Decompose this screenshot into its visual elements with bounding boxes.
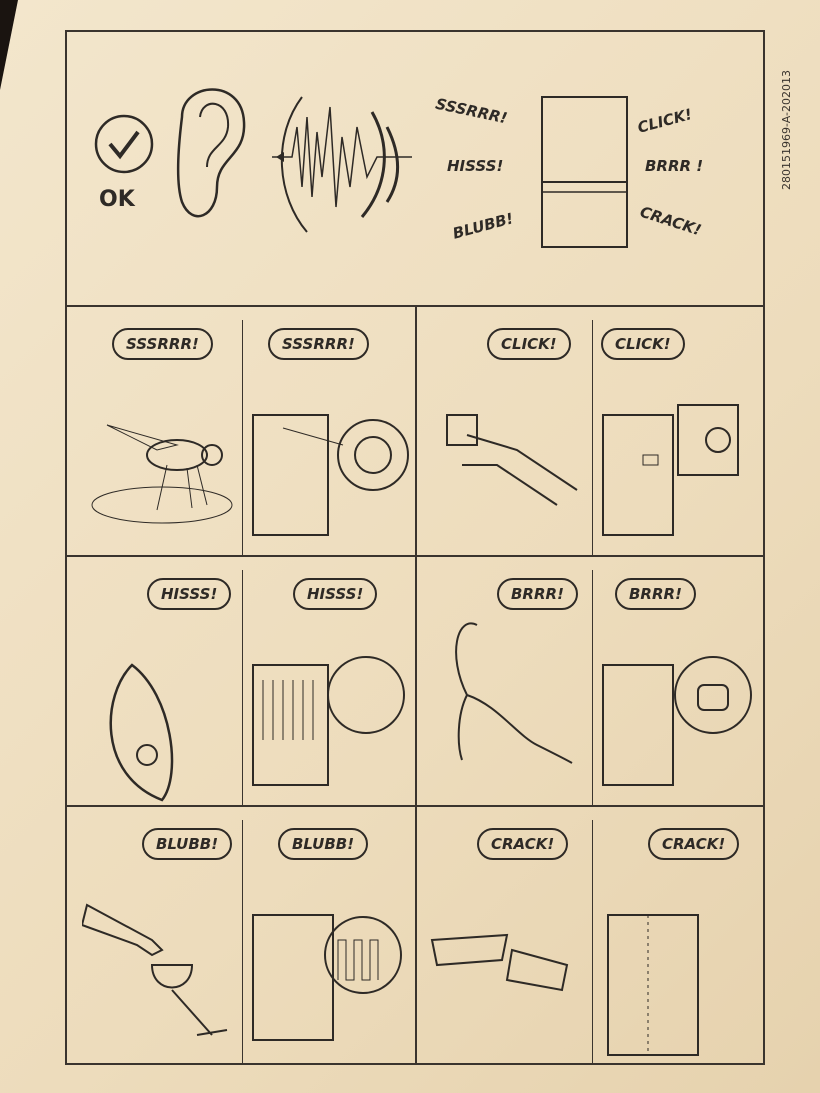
fridge-fan-icon xyxy=(252,414,409,536)
instruction-sheet: OK SSSRRR! HISSS! BLUBB! CLICK! BRRR ! C… xyxy=(65,30,765,1065)
hand-switch-icon xyxy=(446,414,578,506)
row-2: HISSS! HISSS! BRRR! BRRR! xyxy=(67,555,763,807)
panel-switch-thermostat: CLICK! CLICK! xyxy=(415,305,765,555)
intro-sound-blubb: BLUBB! xyxy=(450,209,516,243)
speech-bubble: BRRR! xyxy=(615,578,696,610)
iron-icon xyxy=(109,663,174,802)
intro-sound-sssrrr: SSSRRR! xyxy=(433,94,509,128)
cracker-icon xyxy=(430,933,569,992)
check-circle-icon xyxy=(94,114,154,174)
fridge-thermostat-icon xyxy=(602,404,739,536)
row-3: BLUBB! BLUBB! CRACK! CRACK! xyxy=(67,805,763,1063)
intro-sound-hisss: HISSS! xyxy=(447,157,504,175)
ear-icon xyxy=(177,88,246,218)
intro-sound-brrr: BRRR ! xyxy=(645,157,704,175)
fridge-pipes-icon xyxy=(252,914,402,1041)
panel-wine-pipes: BLUBB! BLUBB! xyxy=(67,805,415,1063)
sound-wave-icon xyxy=(272,96,412,233)
speech-bubble: CLICK! xyxy=(601,328,685,360)
fly-icon xyxy=(91,424,233,524)
cabinet-icon xyxy=(607,914,699,1056)
panel-iron-condenser: HISSS! HISSS! xyxy=(67,555,415,805)
wine-pour-icon xyxy=(82,903,228,1036)
speech-bubble: BRRR! xyxy=(497,578,578,610)
speech-bubble: SSSRRR! xyxy=(112,328,213,360)
panel-cracker-cabinet: CRACK! CRACK! xyxy=(415,805,765,1063)
intro-section: OK SSSRRR! HISSS! BLUBB! CLICK! BRRR ! C… xyxy=(67,32,763,307)
fridge-icon xyxy=(541,96,628,248)
fridge-coil-icon xyxy=(252,656,405,786)
speech-bubble: HISSS! xyxy=(293,578,378,610)
speech-bubble: SSSRRR! xyxy=(268,328,369,360)
panel-cat-compressor: BRRR! BRRR! xyxy=(415,555,765,805)
speech-bubble: BLUBB! xyxy=(142,828,233,860)
cat-icon xyxy=(455,622,573,764)
speech-bubble: CRACK! xyxy=(477,828,569,860)
intro-sound-click: CLICK! xyxy=(635,105,695,137)
ok-label: OK xyxy=(99,187,135,212)
intro-sound-crack: CRACK! xyxy=(637,202,704,240)
speech-bubble: BLUBB! xyxy=(278,828,369,860)
panel-fly-fan: SSSRRR! SSSRRR! xyxy=(67,305,415,555)
speech-bubble: CRACK! xyxy=(648,828,740,860)
document-code: 280151969-A-202013 xyxy=(780,70,793,190)
row-1: SSSRRR! SSSRRR! CLICK! CLICK! xyxy=(67,305,763,557)
speech-bubble: HISSS! xyxy=(147,578,232,610)
photo-corner-shadow xyxy=(0,0,18,90)
fridge-compressor-icon xyxy=(602,656,752,786)
speech-bubble: CLICK! xyxy=(487,328,571,360)
